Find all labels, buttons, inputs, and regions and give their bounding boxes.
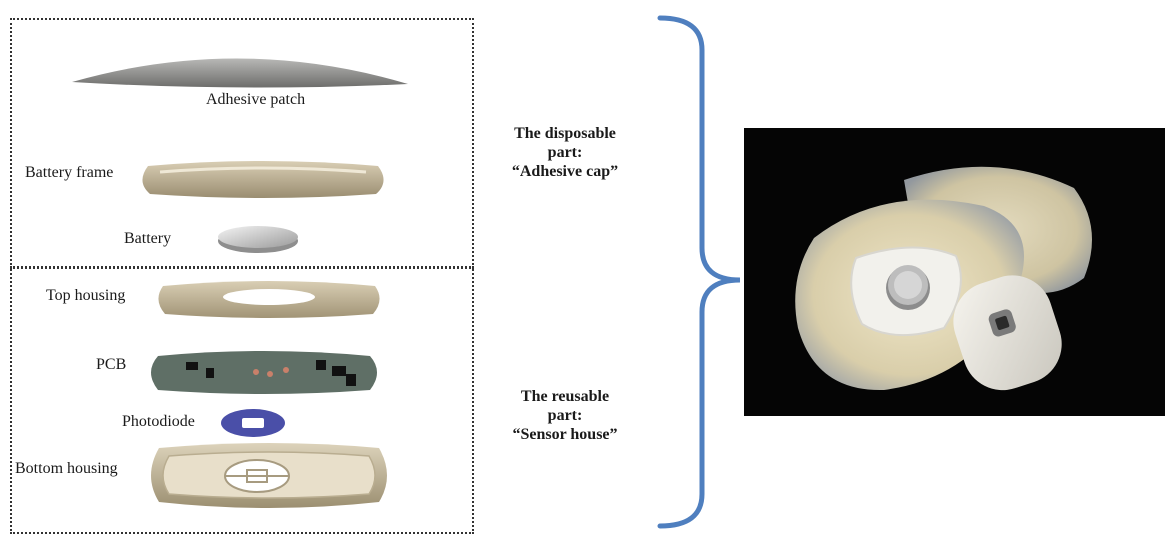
disposable-caption-line3: “Adhesive cap” (480, 162, 650, 181)
top-housing-illustration (155, 280, 383, 320)
bottom-housing-label: Bottom housing (15, 460, 118, 478)
reusable-caption-line3: “Sensor house” (480, 425, 650, 444)
battery-label: Battery (124, 230, 171, 248)
photodiode-illustration (220, 408, 286, 438)
reusable-part-caption: The reusable part: “Sensor house” (480, 387, 650, 444)
battery-frame-illustration (138, 160, 388, 200)
reusable-caption-line2: part: (480, 406, 650, 425)
disposable-caption-line2: part: (480, 143, 650, 162)
device-photograph (744, 128, 1165, 416)
disposable-caption-line1: The disposable (480, 124, 650, 143)
photodiode-label: Photodiode (122, 413, 195, 431)
curly-brace (660, 10, 750, 530)
device-photo-illustration (744, 128, 1165, 416)
disposable-part-caption: The disposable part: “Adhesive cap” (480, 124, 650, 181)
battery-illustration (216, 224, 300, 254)
pcb-illustration (146, 352, 382, 394)
adhesive-patch-illustration (70, 48, 410, 92)
bottom-housing-illustration (145, 444, 393, 510)
pcb-label: PCB (96, 356, 126, 374)
reusable-caption-line1: The reusable (480, 387, 650, 406)
adhesive-patch-label: Adhesive patch (206, 91, 305, 109)
top-housing-label: Top housing (46, 287, 125, 305)
battery-frame-label: Battery frame (25, 164, 113, 182)
